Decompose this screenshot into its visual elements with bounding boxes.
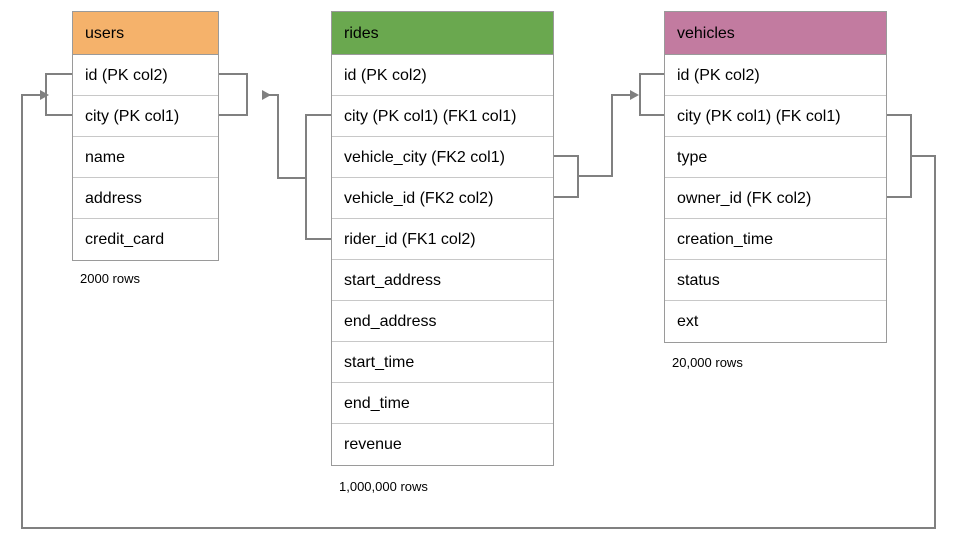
connector-rides-fk2-bracket [554,155,579,198]
connector-vehicles-left-bracket [639,73,664,116]
table-rides-column-start-address[interactable]: start_address [332,260,553,301]
table-users-column-credit-card[interactable]: credit_card [73,219,218,260]
table-rides-column-vehicle-city[interactable]: vehicle_city (FK2 col1) [332,137,553,178]
table-vehicles-column-owner-id[interactable]: owner_id (FK col2) [665,178,886,219]
connector-users-left-bracket [45,73,72,116]
connector-users-right-bracket [219,73,248,116]
table-vehicles-header: vehicles [665,12,886,55]
connector-rides-fk1-bracket [305,114,331,240]
connector-rides-fk2-to-vehicles [578,90,639,177]
table-users-column-name[interactable]: name [73,137,218,178]
table-rides-row-count: 1,000,000 rows [339,479,428,494]
connector-rides-fk1-to-users [262,90,306,179]
table-rides-header: rides [332,12,553,55]
table-users-column-address[interactable]: address [73,178,218,219]
table-users-column-id[interactable]: id (PK col2) [73,55,218,96]
table-vehicles-column-type[interactable]: type [665,137,886,178]
table-rides-column-rider-id[interactable]: rider_id (FK1 col2) [332,219,553,260]
table-rides-column-end-time[interactable]: end_time [332,383,553,424]
table-rides-column-start-time[interactable]: start_time [332,342,553,383]
table-vehicles-column-city[interactable]: city (PK col1) (FK col1) [665,96,886,137]
table-rides[interactable]: rides id (PK col2) city (PK col1) (FK1 c… [331,11,554,466]
table-vehicles-column-creation-time[interactable]: creation_time [665,219,886,260]
table-vehicles[interactable]: vehicles id (PK col2) city (PK col1) (FK… [664,11,887,343]
table-users-row-count: 2000 rows [80,271,140,286]
table-users[interactable]: users id (PK col2) city (PK col1) name a… [72,11,219,261]
table-users-column-city[interactable]: city (PK col1) [73,96,218,137]
table-vehicles-column-id[interactable]: id (PK col2) [665,55,886,96]
table-rides-column-city[interactable]: city (PK col1) (FK1 col1) [332,96,553,137]
table-rides-column-end-address[interactable]: end_address [332,301,553,342]
table-rides-column-vehicle-id[interactable]: vehicle_id (FK2 col2) [332,178,553,219]
table-vehicles-column-ext[interactable]: ext [665,301,886,342]
connector-vehicles-fk-bracket [887,114,912,198]
table-rides-column-revenue[interactable]: revenue [332,424,553,465]
table-users-header: users [73,12,218,55]
table-rides-column-id[interactable]: id (PK col2) [332,55,553,96]
table-vehicles-column-status[interactable]: status [665,260,886,301]
table-vehicles-row-count: 20,000 rows [672,355,743,370]
